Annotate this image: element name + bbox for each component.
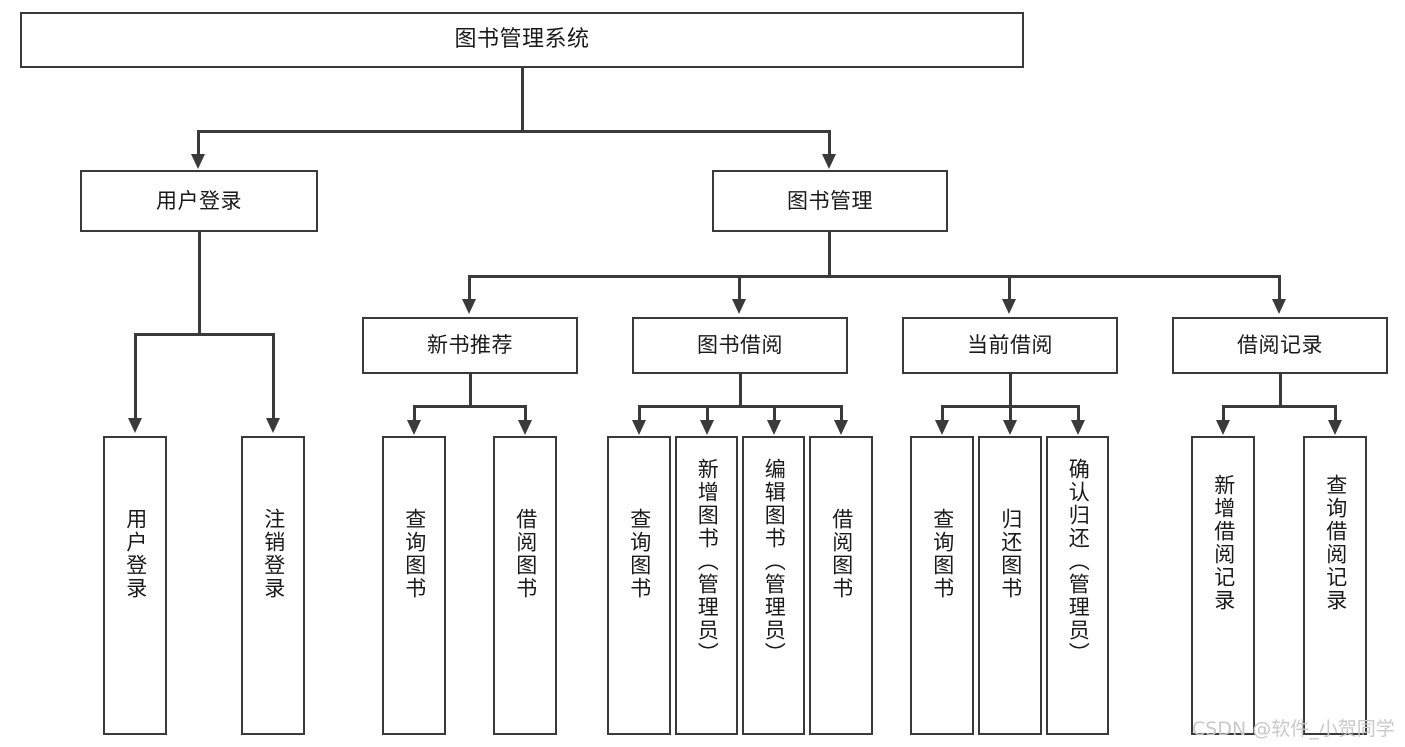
node-label: 图书借阅 — [697, 333, 783, 358]
leaf-borrow-book-1[interactable]: 借阅图书 — [493, 436, 557, 735]
arrowhead-bm-to-new-book — [462, 299, 476, 314]
connector-root-bus — [197, 130, 830, 133]
csdn-watermark: CSDN @软件_小贺同学 — [1192, 718, 1395, 740]
arrowhead-new-book-leaf-1 — [407, 420, 421, 435]
connector-book-borrow-leaf-3 — [773, 405, 776, 422]
arrowhead-current-borrow-leaf-1 — [935, 420, 949, 435]
connector-book-borrow-leaf-4 — [840, 405, 843, 422]
node-label: 归还图书 — [998, 508, 1023, 600]
node-label: 借阅图书 — [513, 508, 538, 600]
node-book-management[interactable]: 图书管理 — [712, 170, 948, 232]
leaf-user-login[interactable]: 用户登录 — [103, 436, 167, 735]
node-label: 新增图书（管理员） — [695, 458, 720, 665]
leaf-logout[interactable]: 注销登录 — [241, 436, 305, 735]
arrowhead-user-login-leaf-1 — [128, 418, 142, 433]
arrowhead-borrow-record-leaf-1 — [1216, 420, 1230, 435]
arrowhead-root-to-book-management — [822, 154, 836, 169]
leaf-borrow-book-2[interactable]: 借阅图书 — [809, 436, 873, 735]
node-label: 新增借阅记录 — [1211, 474, 1236, 612]
connector-current-borrow-leaf-1 — [941, 405, 944, 422]
node-label: 当前借阅 — [967, 333, 1053, 358]
arrowhead-book-borrow-leaf-3 — [767, 420, 781, 435]
connector-user-login-stem — [198, 232, 201, 334]
connector-new-book-leaf-2 — [524, 405, 527, 422]
connector-bm-to-borrow-record — [1278, 275, 1281, 301]
connector-book-borrow-stem — [739, 374, 742, 406]
node-new-book-recommend[interactable]: 新书推荐 — [362, 317, 578, 374]
connector-book-management-stem — [828, 232, 831, 276]
connector-bm-to-book-borrow — [738, 275, 741, 301]
connector-book-borrow-bus — [638, 405, 842, 408]
node-label: 注销登录 — [261, 508, 286, 600]
node-user-login[interactable]: 用户登录 — [80, 170, 318, 232]
arrowhead-book-borrow-leaf-2 — [700, 420, 714, 435]
leaf-edit-book[interactable]: 编辑图书（管理员） — [742, 436, 805, 735]
arrowhead-bm-to-current-borrow — [1002, 299, 1016, 314]
connector-borrow-record-leaf-2 — [1334, 405, 1337, 422]
arrowhead-current-borrow-leaf-2 — [1003, 420, 1017, 435]
leaf-query-book-2[interactable]: 查询图书 — [607, 436, 671, 735]
node-book-borrow[interactable]: 图书借阅 — [632, 317, 848, 374]
connector-borrow-record-stem — [1279, 374, 1282, 406]
connector-user-login-to-leaf-1 — [134, 333, 137, 420]
connector-new-book-stem — [469, 374, 472, 406]
leaf-query-book-3[interactable]: 查询图书 — [910, 436, 974, 735]
connector-book-borrow-leaf-1 — [638, 405, 641, 422]
node-label: 借阅记录 — [1237, 333, 1323, 358]
arrowhead-borrow-record-leaf-2 — [1328, 420, 1342, 435]
connector-new-book-bus — [413, 405, 527, 408]
arrowhead-current-borrow-leaf-3 — [1071, 420, 1085, 435]
connector-bm-to-current-borrow — [1008, 275, 1011, 301]
node-label: 查询借阅记录 — [1323, 474, 1348, 612]
connector-new-book-leaf-1 — [413, 405, 416, 422]
leaf-query-book-1[interactable]: 查询图书 — [382, 436, 446, 735]
node-label: 查询图书 — [627, 508, 652, 600]
leaf-confirm-return[interactable]: 确认归还（管理员） — [1046, 436, 1109, 735]
node-label: 查询图书 — [930, 508, 955, 600]
connector-root-stem — [521, 68, 524, 130]
arrowhead-root-to-user-login — [191, 154, 205, 169]
node-label: 用户登录 — [156, 188, 242, 213]
connector-current-borrow-stem — [1009, 374, 1012, 406]
connector-root-to-user-login — [197, 130, 200, 156]
connector-borrow-record-bus — [1222, 405, 1336, 408]
leaf-add-book[interactable]: 新增图书（管理员） — [675, 436, 738, 735]
arrowhead-bm-to-book-borrow — [732, 299, 746, 314]
arrowhead-user-login-leaf-2 — [266, 418, 280, 433]
node-label: 用户登录 — [123, 508, 148, 600]
connector-current-borrow-leaf-2 — [1009, 405, 1012, 422]
node-label: 编辑图书（管理员） — [762, 458, 787, 665]
node-root-system[interactable]: 图书管理系统 — [20, 12, 1024, 68]
connector-current-borrow-leaf-3 — [1077, 405, 1080, 422]
arrowhead-bm-to-borrow-record — [1272, 299, 1286, 314]
arrowhead-new-book-leaf-2 — [518, 420, 532, 435]
node-borrow-record[interactable]: 借阅记录 — [1172, 317, 1388, 374]
node-label: 新书推荐 — [427, 333, 513, 358]
arrowhead-book-borrow-leaf-4 — [834, 420, 848, 435]
node-label: 确认归还（管理员） — [1066, 458, 1091, 665]
leaf-return-book[interactable]: 归还图书 — [978, 436, 1042, 735]
connector-user-login-bus — [134, 333, 272, 336]
connector-root-to-book-management — [828, 130, 831, 156]
leaf-query-record[interactable]: 查询借阅记录 — [1303, 436, 1367, 735]
connector-book-management-bus — [468, 275, 1280, 278]
node-current-borrow[interactable]: 当前借阅 — [902, 317, 1118, 374]
connector-user-login-to-leaf-2 — [272, 333, 275, 420]
connector-bm-to-new-book — [468, 275, 471, 301]
node-label: 图书管理系统 — [454, 27, 590, 53]
connector-book-borrow-leaf-2 — [706, 405, 709, 422]
leaf-add-record[interactable]: 新增借阅记录 — [1191, 436, 1255, 735]
connector-borrow-record-leaf-1 — [1222, 405, 1225, 422]
node-label: 查询图书 — [402, 508, 427, 600]
node-label: 借阅图书 — [829, 508, 854, 600]
arrowhead-book-borrow-leaf-1 — [632, 420, 646, 435]
node-label: 图书管理 — [787, 188, 873, 213]
